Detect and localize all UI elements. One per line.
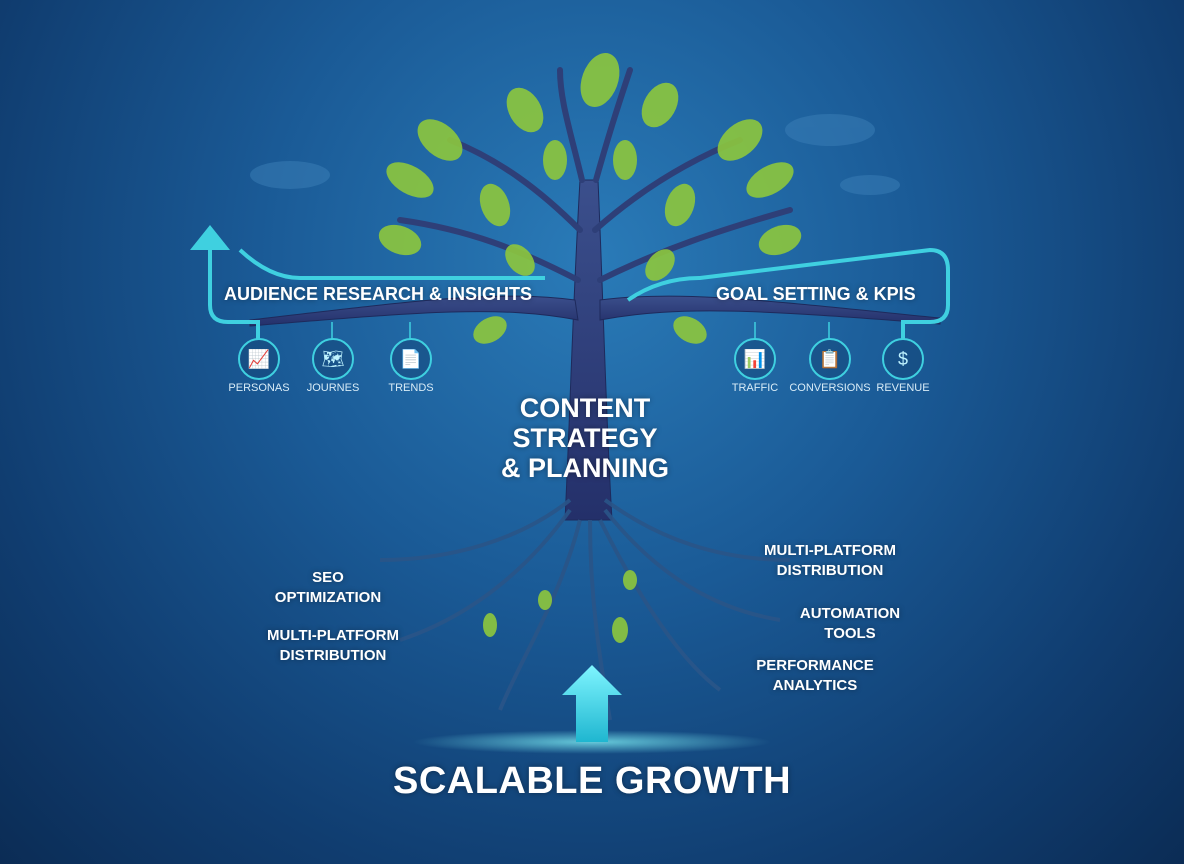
- item-traffic: TRAFFIC: [731, 382, 779, 394]
- document-icon: 📄: [390, 338, 432, 380]
- leaves: [378, 52, 802, 643]
- trunk: [249, 179, 941, 521]
- clouds: [250, 114, 900, 195]
- root-line: DISTRIBUTION: [279, 647, 387, 664]
- left-branch-title: AUDIENCE RESEARCH & INSIGHTS: [224, 284, 533, 304]
- item-conversions: CONVERSIONS: [789, 382, 871, 394]
- root-seo: SEO OPTIMIZATION: [268, 568, 388, 608]
- item-trends: TRENDS: [388, 382, 434, 394]
- revenue-icon: $: [882, 338, 924, 380]
- traffic-chart-icon: 📊: [734, 338, 776, 380]
- root-line: PERFORMANCE: [756, 657, 874, 674]
- chart-icon: 📈: [238, 338, 280, 380]
- root-distribution-left: MULTI-PLATFORM DISTRIBUTION: [258, 626, 408, 666]
- center-title-line: CONTENT: [519, 393, 651, 423]
- root-line: MULTI-PLATFORM: [267, 627, 399, 644]
- arrow-up-left: [190, 225, 230, 250]
- root-line: SEO: [312, 569, 344, 586]
- root-line: MULTI-PLATFORM: [764, 542, 896, 559]
- root-automation: AUTOMATION TOOLS: [790, 604, 910, 644]
- footer-title: SCALABLE GROWTH: [392, 760, 792, 802]
- item-revenue: REVENUE: [876, 382, 930, 394]
- connector-lines: [208, 247, 950, 340]
- root-distribution-right: MULTI-PLATFORM DISTRIBUTION: [755, 541, 905, 581]
- root-line: DISTRIBUTION: [776, 562, 884, 579]
- center-title-line: & PLANNING: [501, 453, 669, 483]
- right-branch-title: GOAL SETTING & KPIS: [716, 284, 916, 304]
- item-personas: PERSONAS: [228, 382, 290, 394]
- root-line: OPTIMIZATION: [274, 589, 382, 606]
- root-line: ANALYTICS: [772, 677, 858, 694]
- growth-arrow: [562, 665, 622, 742]
- item-journes: JOURNES: [306, 382, 360, 394]
- center-title: CONTENT STRATEGY & PLANNING: [470, 393, 700, 483]
- presentation-icon: 📋: [809, 338, 851, 380]
- center-title-line: STRATEGY: [512, 423, 658, 453]
- root-line: AUTOMATION: [799, 605, 901, 622]
- root-line: TOOLS: [824, 625, 876, 642]
- journey-map-icon: 🗺: [312, 338, 354, 380]
- root-analytics: PERFORMANCE ANALYTICS: [750, 656, 880, 696]
